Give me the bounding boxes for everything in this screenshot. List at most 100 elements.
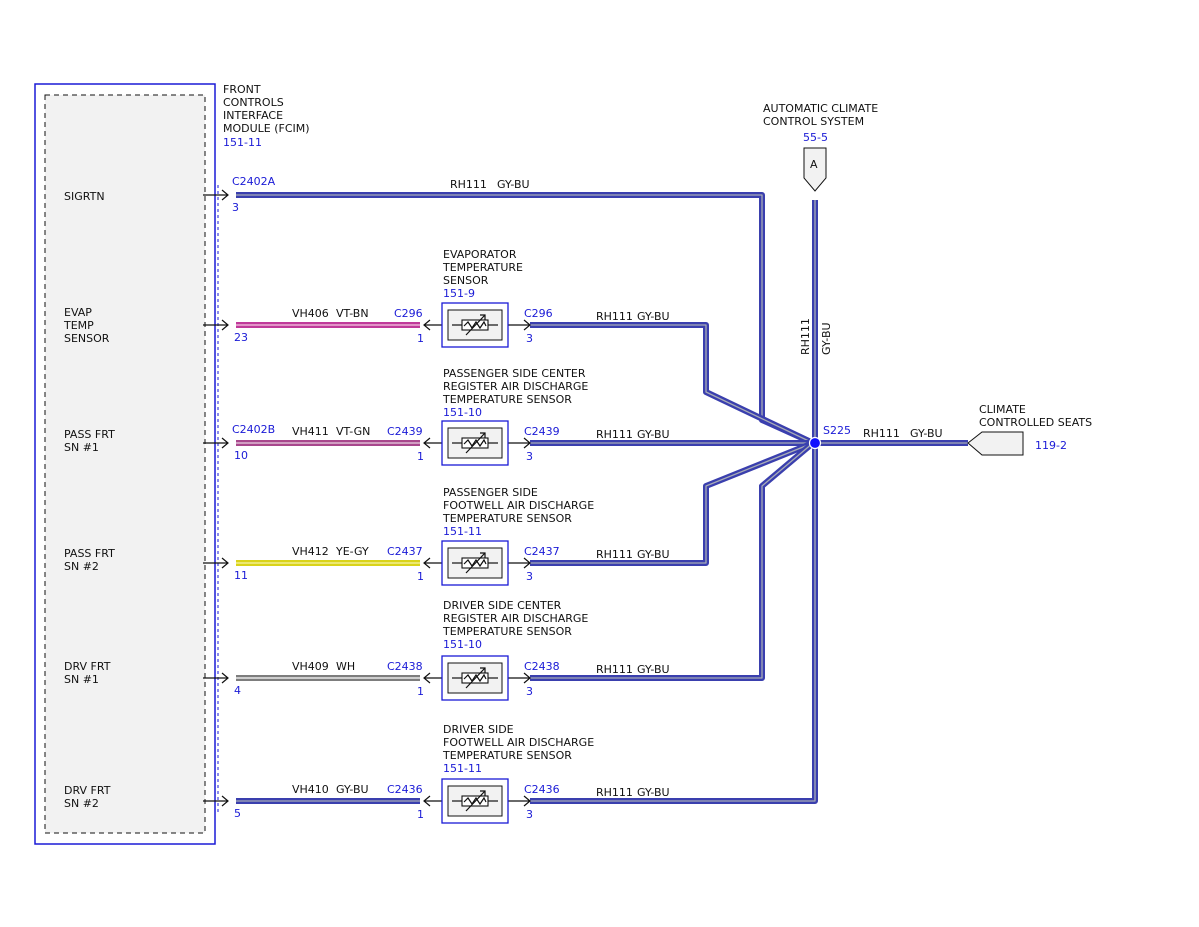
acs-connector-symbol[interactable] <box>803 147 827 192</box>
sensor-title-line: REGISTER AIR DISCHARGE <box>443 380 588 393</box>
sensor-signal-connector[interactable]: C2439 <box>387 425 423 438</box>
thermistor-variable-arrow <box>465 667 486 689</box>
thermistor-variable-arrowhead <box>480 552 486 558</box>
signal-circuit-label: VH411 <box>292 425 329 438</box>
pin-label-pass-sn2-1: PASS FRT <box>64 547 115 560</box>
fcim-pin-number: 5 <box>234 807 241 820</box>
sensor-ref[interactable]: 151-10 <box>443 406 482 419</box>
seats-ref[interactable]: 119-2 <box>1035 439 1067 452</box>
sensor-signal-pin: 1 <box>417 450 424 463</box>
sensor-signal-connector[interactable]: C296 <box>394 307 423 320</box>
acs-vertical-color: GY-BU <box>820 322 833 355</box>
seats-connector-symbol[interactable] <box>967 431 1024 456</box>
sensor-title-line: TEMPERATURE SENSOR <box>442 749 572 762</box>
sensor-title-line: SENSOR <box>443 274 489 287</box>
signal-wire-color-label: VT-GN <box>336 425 370 438</box>
sensor-return-pin-arrowhead <box>523 557 531 569</box>
thermistor-zigzag <box>463 320 487 330</box>
sigrtn-connector[interactable]: C2402A <box>232 175 276 188</box>
sensor-title-line: TEMPERATURE SENSOR <box>442 625 572 638</box>
signal-wire-color-label: VT-BN <box>336 307 369 320</box>
sensor-return-connector[interactable]: C2439 <box>524 425 560 438</box>
thermistor-zigzag <box>463 673 487 683</box>
sensor-signal-pin-arrowhead <box>423 319 431 331</box>
return-wire-color-label: GY-BU <box>637 663 670 676</box>
pin-label-evap-3: SENSOR <box>64 332 110 345</box>
thermistor-variable-arrow <box>465 790 486 812</box>
acs-connector-letter: A <box>810 158 818 171</box>
splice-s225-dot[interactable] <box>808 436 822 450</box>
sensor-title-line: REGISTER AIR DISCHARGE <box>443 612 588 625</box>
sensor-signal-pin-arrowhead <box>423 795 431 807</box>
fcim-pin-number: 4 <box>234 684 241 697</box>
sigrtn-pin: 3 <box>232 201 239 214</box>
sensor-ref[interactable]: 151-11 <box>443 762 482 775</box>
sensor-return-pin-arrowhead <box>523 437 531 449</box>
fcim-title-line-4: MODULE (FCIM) <box>223 122 310 135</box>
fcim-ref[interactable]: 151-11 <box>223 136 262 149</box>
sensor-return-pin: 3 <box>526 450 533 463</box>
sensor-signal-pin-arrowhead <box>423 557 431 569</box>
fcim-pin-number: 23 <box>234 331 248 344</box>
thermistor-variable-arrow <box>465 552 486 574</box>
return-circuit-label: RH111 <box>596 310 633 323</box>
sigrtn-color: GY-BU <box>497 178 530 191</box>
acs-vertical-circuit: RH111 <box>799 318 812 355</box>
sensor-return-pin-arrowhead <box>523 319 531 331</box>
sigrtn-circuit: RH111 <box>450 178 487 191</box>
signal-wire-color-label: YE-GY <box>335 545 369 558</box>
pin-label-drv-sn2-1: DRV FRT <box>64 784 111 797</box>
pin-label-evap-2: TEMP <box>63 319 94 332</box>
signal-circuit-label: VH410 <box>292 783 329 796</box>
sensor-return-pin: 3 <box>526 808 533 821</box>
sensor-return-connector[interactable]: C2437 <box>524 545 560 558</box>
sensor-title-line: EVAPORATOR <box>443 248 517 261</box>
return-circuit-label: RH111 <box>596 428 633 441</box>
sensor-return-pin-arrowhead <box>523 795 531 807</box>
sensor-return-connector[interactable]: C2438 <box>524 660 560 673</box>
sensor-title-line: TEMPERATURE SENSOR <box>442 393 572 406</box>
sensor-return-pin: 3 <box>526 685 533 698</box>
sensor-ref[interactable]: 151-11 <box>443 525 482 538</box>
gybu-wire-group <box>236 192 968 804</box>
signal-circuit-label: VH406 <box>292 307 329 320</box>
sensor-signal-connector[interactable]: C2436 <box>387 783 423 796</box>
splice-id: S225 <box>823 424 851 437</box>
sensor-ref[interactable]: 151-10 <box>443 638 482 651</box>
sensor-signal-pin-arrowhead <box>423 672 431 684</box>
return-circuit-label: RH111 <box>596 786 633 799</box>
acs-ref[interactable]: 55-5 <box>803 131 828 144</box>
return-circuit-label: RH111 <box>596 548 633 561</box>
pin-label-evap-1: EVAP <box>64 306 92 319</box>
acs-title-2: CONTROL SYSTEM <box>763 115 864 128</box>
sensor-title-line: FOOTWELL AIR DISCHARGE <box>443 499 594 512</box>
thermistor-zigzag <box>463 438 487 448</box>
sensor-signal-pin: 1 <box>417 808 424 821</box>
signal-wire-color-label: GY-BU <box>336 783 369 796</box>
fcim-pin-arrows <box>203 189 229 807</box>
sensor-signal-connector[interactable]: C2437 <box>387 545 423 558</box>
sensor-title-line: PASSENGER SIDE <box>443 486 538 499</box>
sensor-return-pin-arrowhead <box>523 672 531 684</box>
fcim-pin-number: 11 <box>234 569 248 582</box>
thermistor-variable-arrowhead <box>480 790 486 796</box>
sensor-ref[interactable]: 151-9 <box>443 287 475 300</box>
thermistor-variable-arrowhead <box>480 314 486 320</box>
pin-label-pass-sn2-2: SN #2 <box>64 560 99 573</box>
sensor-signal-connector[interactable]: C2438 <box>387 660 423 673</box>
signal-wire-group <box>236 322 420 804</box>
sensor-return-connector[interactable]: C2436 <box>524 783 560 796</box>
sensor-return-connector[interactable]: C296 <box>524 307 553 320</box>
pin-label-pass-sn1-1: PASS FRT <box>64 428 115 441</box>
acs-title-1: AUTOMATIC CLIMATE <box>763 102 878 115</box>
signal-circuit-label: VH409 <box>292 660 329 673</box>
sensor-return-pin: 3 <box>526 570 533 583</box>
seats-title-1: CLIMATE <box>979 403 1026 416</box>
fcim-connector-label[interactable]: C2402B <box>232 423 275 436</box>
thermistor-zigzag <box>463 558 487 568</box>
thermistor-variable-arrowhead <box>480 432 486 438</box>
thermistor-variable-arrow <box>465 314 486 336</box>
fcim-title-line-1: FRONT <box>223 83 261 96</box>
